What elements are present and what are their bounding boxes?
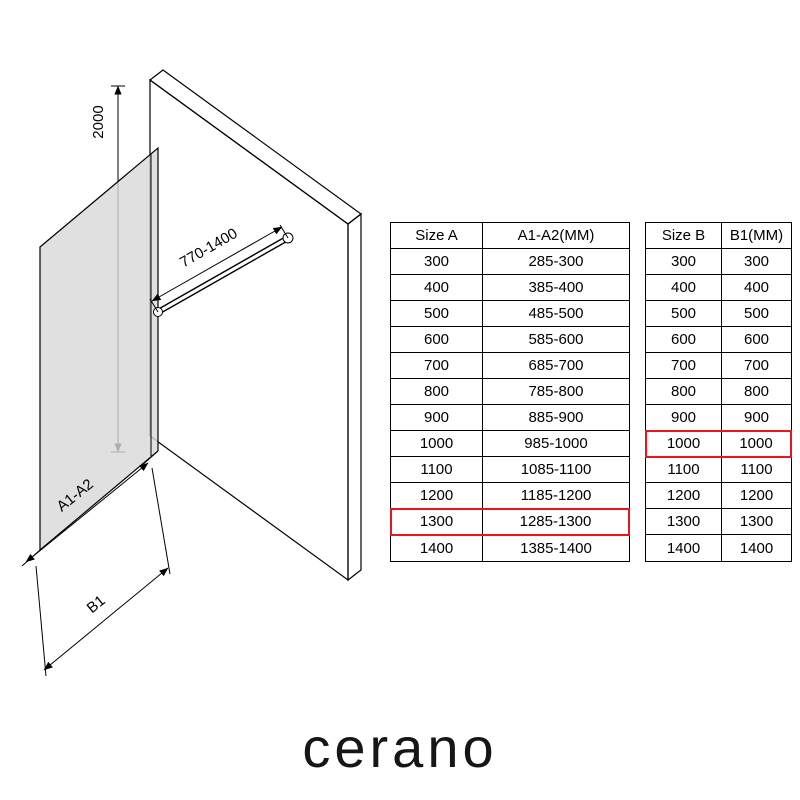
table-cell: 1100 bbox=[722, 457, 791, 483]
table-cell: 600 bbox=[722, 327, 791, 353]
table-cell: 1300 bbox=[646, 509, 722, 535]
table-cell: 1085-1100 bbox=[483, 457, 629, 483]
table-cell: 1285-1300 bbox=[483, 509, 629, 535]
dim-bar-label: 770-1400 bbox=[177, 225, 240, 271]
table-cell: 800 bbox=[722, 379, 791, 405]
table-cell: 585-600 bbox=[483, 327, 629, 353]
table-cell: 700 bbox=[646, 353, 722, 379]
table-cell: 1100 bbox=[391, 457, 483, 483]
table-cell: 400 bbox=[646, 275, 722, 301]
table-cell: 485-500 bbox=[483, 301, 629, 327]
table-header-cell: Size B bbox=[646, 223, 722, 249]
table-cell: 900 bbox=[722, 405, 791, 431]
table-cell: 385-400 bbox=[483, 275, 629, 301]
wall-panel bbox=[148, 69, 363, 582]
table-cell: 1300 bbox=[722, 509, 791, 535]
table-cell: 1000 bbox=[722, 431, 791, 457]
table-cell: 300 bbox=[722, 249, 791, 275]
table-cell: 500 bbox=[646, 301, 722, 327]
table-cell: 500 bbox=[391, 301, 483, 327]
table-header-cell: A1-A2(MM) bbox=[483, 223, 629, 249]
brand-logo: cerano bbox=[302, 716, 498, 779]
dim-b1-label: B1 bbox=[84, 592, 109, 617]
table-cell: 1000 bbox=[391, 431, 483, 457]
table-cell: 285-300 bbox=[483, 249, 629, 275]
table-cell: 1300 bbox=[391, 509, 483, 535]
table-cell: 1400 bbox=[739, 539, 774, 557]
table-cell: 1100 bbox=[646, 457, 722, 483]
table-cell: 685-700 bbox=[483, 353, 629, 379]
table-cell: 1400 bbox=[646, 535, 722, 561]
table-cell: 700 bbox=[391, 353, 483, 379]
table-cell: 500 bbox=[722, 301, 791, 327]
technical-drawing: 2000 770-1400 A1-A2 B1 bbox=[21, 69, 363, 677]
glass-panel bbox=[39, 146, 159, 552]
table-cell: 885-900 bbox=[483, 405, 629, 431]
table-cell: 300 bbox=[391, 249, 483, 275]
table-cell: 900 bbox=[391, 405, 483, 431]
table-cell: 700 bbox=[722, 353, 791, 379]
table-cell: 400 bbox=[391, 275, 483, 301]
table-cell: 1000 bbox=[646, 431, 722, 457]
table-cell: 1400 bbox=[391, 535, 483, 561]
table-cell: 985-1000 bbox=[483, 431, 629, 457]
table-cell: 1200 bbox=[391, 483, 483, 509]
table-cell: 1385-1400 bbox=[520, 539, 592, 557]
table-cell: 600 bbox=[391, 327, 483, 353]
table-cell: 1200 bbox=[646, 483, 722, 509]
table-cell: 800 bbox=[391, 379, 483, 405]
table-cell: 1200 bbox=[722, 483, 791, 509]
table-cell: 400 bbox=[722, 275, 791, 301]
table-row: 1400 1400 bbox=[646, 535, 791, 561]
table-cell: 800 bbox=[646, 379, 722, 405]
table-header-cell: B1(MM) bbox=[722, 223, 791, 249]
table-cell: 600 bbox=[646, 327, 722, 353]
table-cell: 300 bbox=[646, 249, 722, 275]
table-header-cell: Size A bbox=[391, 223, 483, 249]
dimension-bar: 770-1400 bbox=[149, 224, 289, 313]
table-cell: 900 bbox=[646, 405, 722, 431]
dim-height-label: 2000 bbox=[90, 105, 107, 138]
table-cell: 785-800 bbox=[483, 379, 629, 405]
table-cell: 1185-1200 bbox=[483, 483, 629, 509]
table-row: 1400 1385-1400 bbox=[391, 535, 629, 561]
